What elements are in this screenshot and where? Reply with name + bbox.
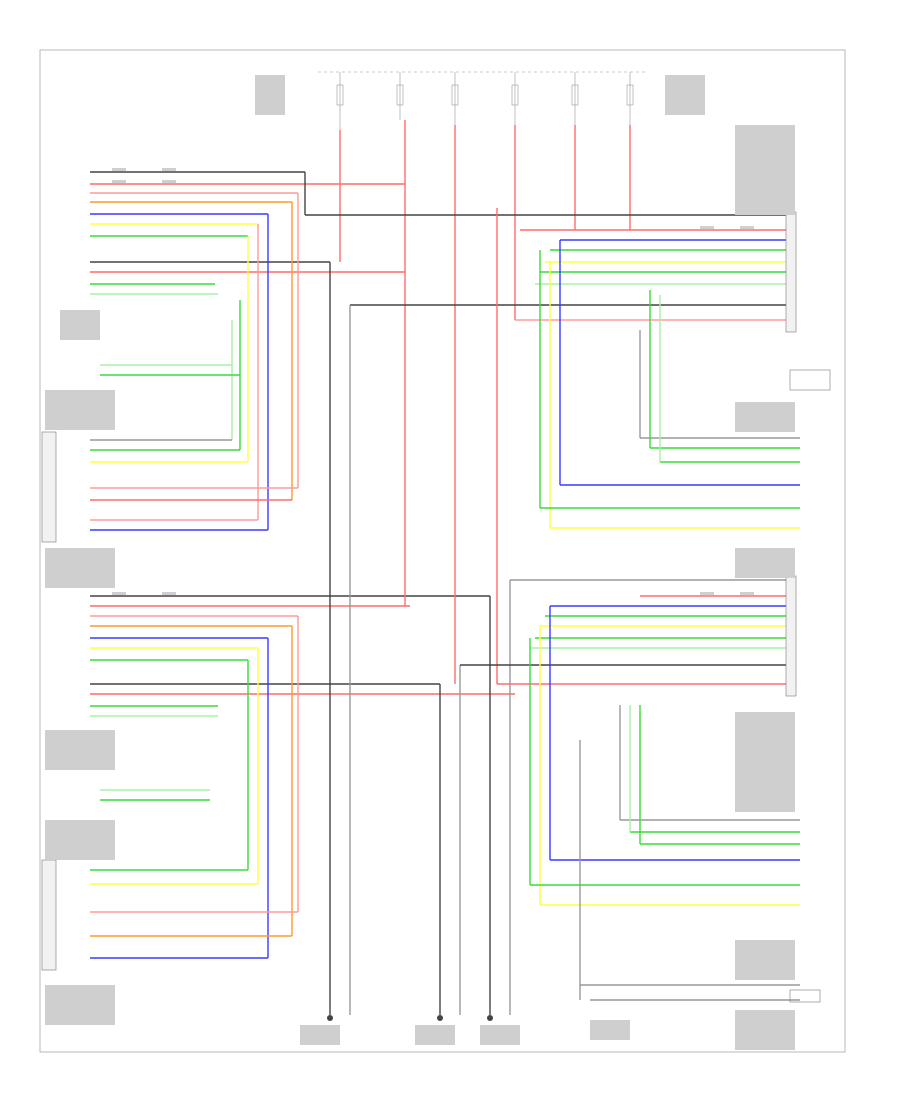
right-lower-wires bbox=[529, 595, 800, 1001]
fuse-row bbox=[318, 71, 648, 130]
central-feeds bbox=[304, 120, 790, 1015]
grounds bbox=[327, 1015, 493, 1021]
left-upper-wires bbox=[90, 171, 405, 531]
right-upper-wires bbox=[520, 229, 800, 529]
left-lower-wires bbox=[90, 595, 515, 959]
wire-labels bbox=[45, 75, 795, 1050]
diagram-border bbox=[39, 49, 846, 1053]
